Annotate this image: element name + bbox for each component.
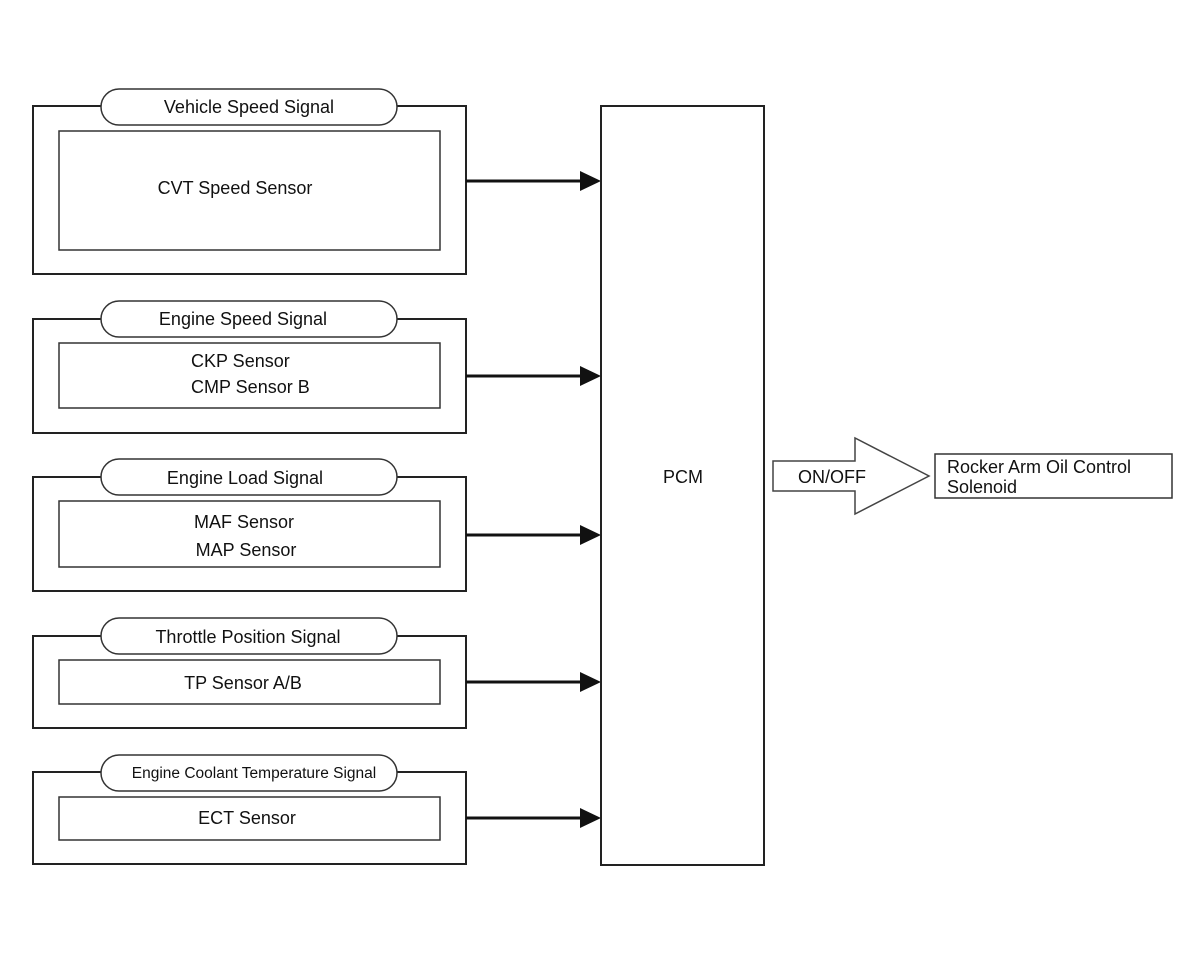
target-label-line: Rocker Arm Oil Control <box>947 457 1131 477</box>
pcm-block: PCM <box>600 105 765 866</box>
arrow-head-icon <box>580 525 601 545</box>
signal-label: Engine Load Signal <box>167 468 323 488</box>
input-group-engine-load: Engine Load Signal MAF Sensor MAP Sensor <box>32 458 601 592</box>
arrow-head-icon <box>580 808 601 828</box>
sensor-label: MAF Sensor <box>194 512 294 532</box>
input-group-coolant-temperature: Engine Coolant Temperature Signal ECT Se… <box>32 754 601 865</box>
target-label-line: Solenoid <box>947 477 1017 497</box>
arrow-head-icon <box>580 366 601 386</box>
output-arrow: ON/OFF <box>772 436 931 516</box>
sensor-box <box>58 130 441 251</box>
sensor-label: CKP Sensor <box>191 351 290 371</box>
input-group-engine-speed: Engine Speed Signal CKP Sensor CMP Senso… <box>32 300 601 434</box>
signal-label-pill <box>100 88 398 126</box>
output-command: ON/OFF <box>798 467 866 487</box>
sensor-box <box>58 659 441 705</box>
input-group-throttle-position: Throttle Position Signal TP Sensor A/B <box>32 617 601 729</box>
signal-label: Throttle Position Signal <box>155 627 340 647</box>
signal-label-pill <box>100 754 398 792</box>
arrow-head-icon <box>580 171 601 191</box>
input-group-vehicle-speed: Vehicle Speed Signal CVT Speed Sensor <box>32 88 601 275</box>
sensor-label: MAP Sensor <box>196 540 297 560</box>
sensor-label: CMP Sensor B <box>191 377 310 397</box>
sensor-label: CVT Speed Sensor <box>158 178 313 198</box>
signal-label-pill <box>100 458 398 496</box>
sensor-label: TP Sensor A/B <box>184 673 302 693</box>
hollow-arrow-icon <box>772 436 931 516</box>
sensor-label: ECT Sensor <box>198 808 296 828</box>
output-target: Rocker Arm Oil Control Solenoid <box>934 453 1173 499</box>
target-box <box>934 453 1173 499</box>
pcm-label: PCM <box>663 467 703 487</box>
arrow-head-icon <box>580 672 601 692</box>
signal-label: Engine Speed Signal <box>159 309 327 329</box>
sensor-box <box>58 796 441 841</box>
signal-label: Engine Coolant Temperature Signal <box>132 765 376 782</box>
pcm-frame <box>600 105 765 866</box>
sensor-box <box>58 500 441 568</box>
sensor-box <box>58 342 441 409</box>
signal-label: Vehicle Speed Signal <box>164 97 334 117</box>
signal-label-pill <box>100 617 398 655</box>
signal-label-pill <box>100 300 398 338</box>
